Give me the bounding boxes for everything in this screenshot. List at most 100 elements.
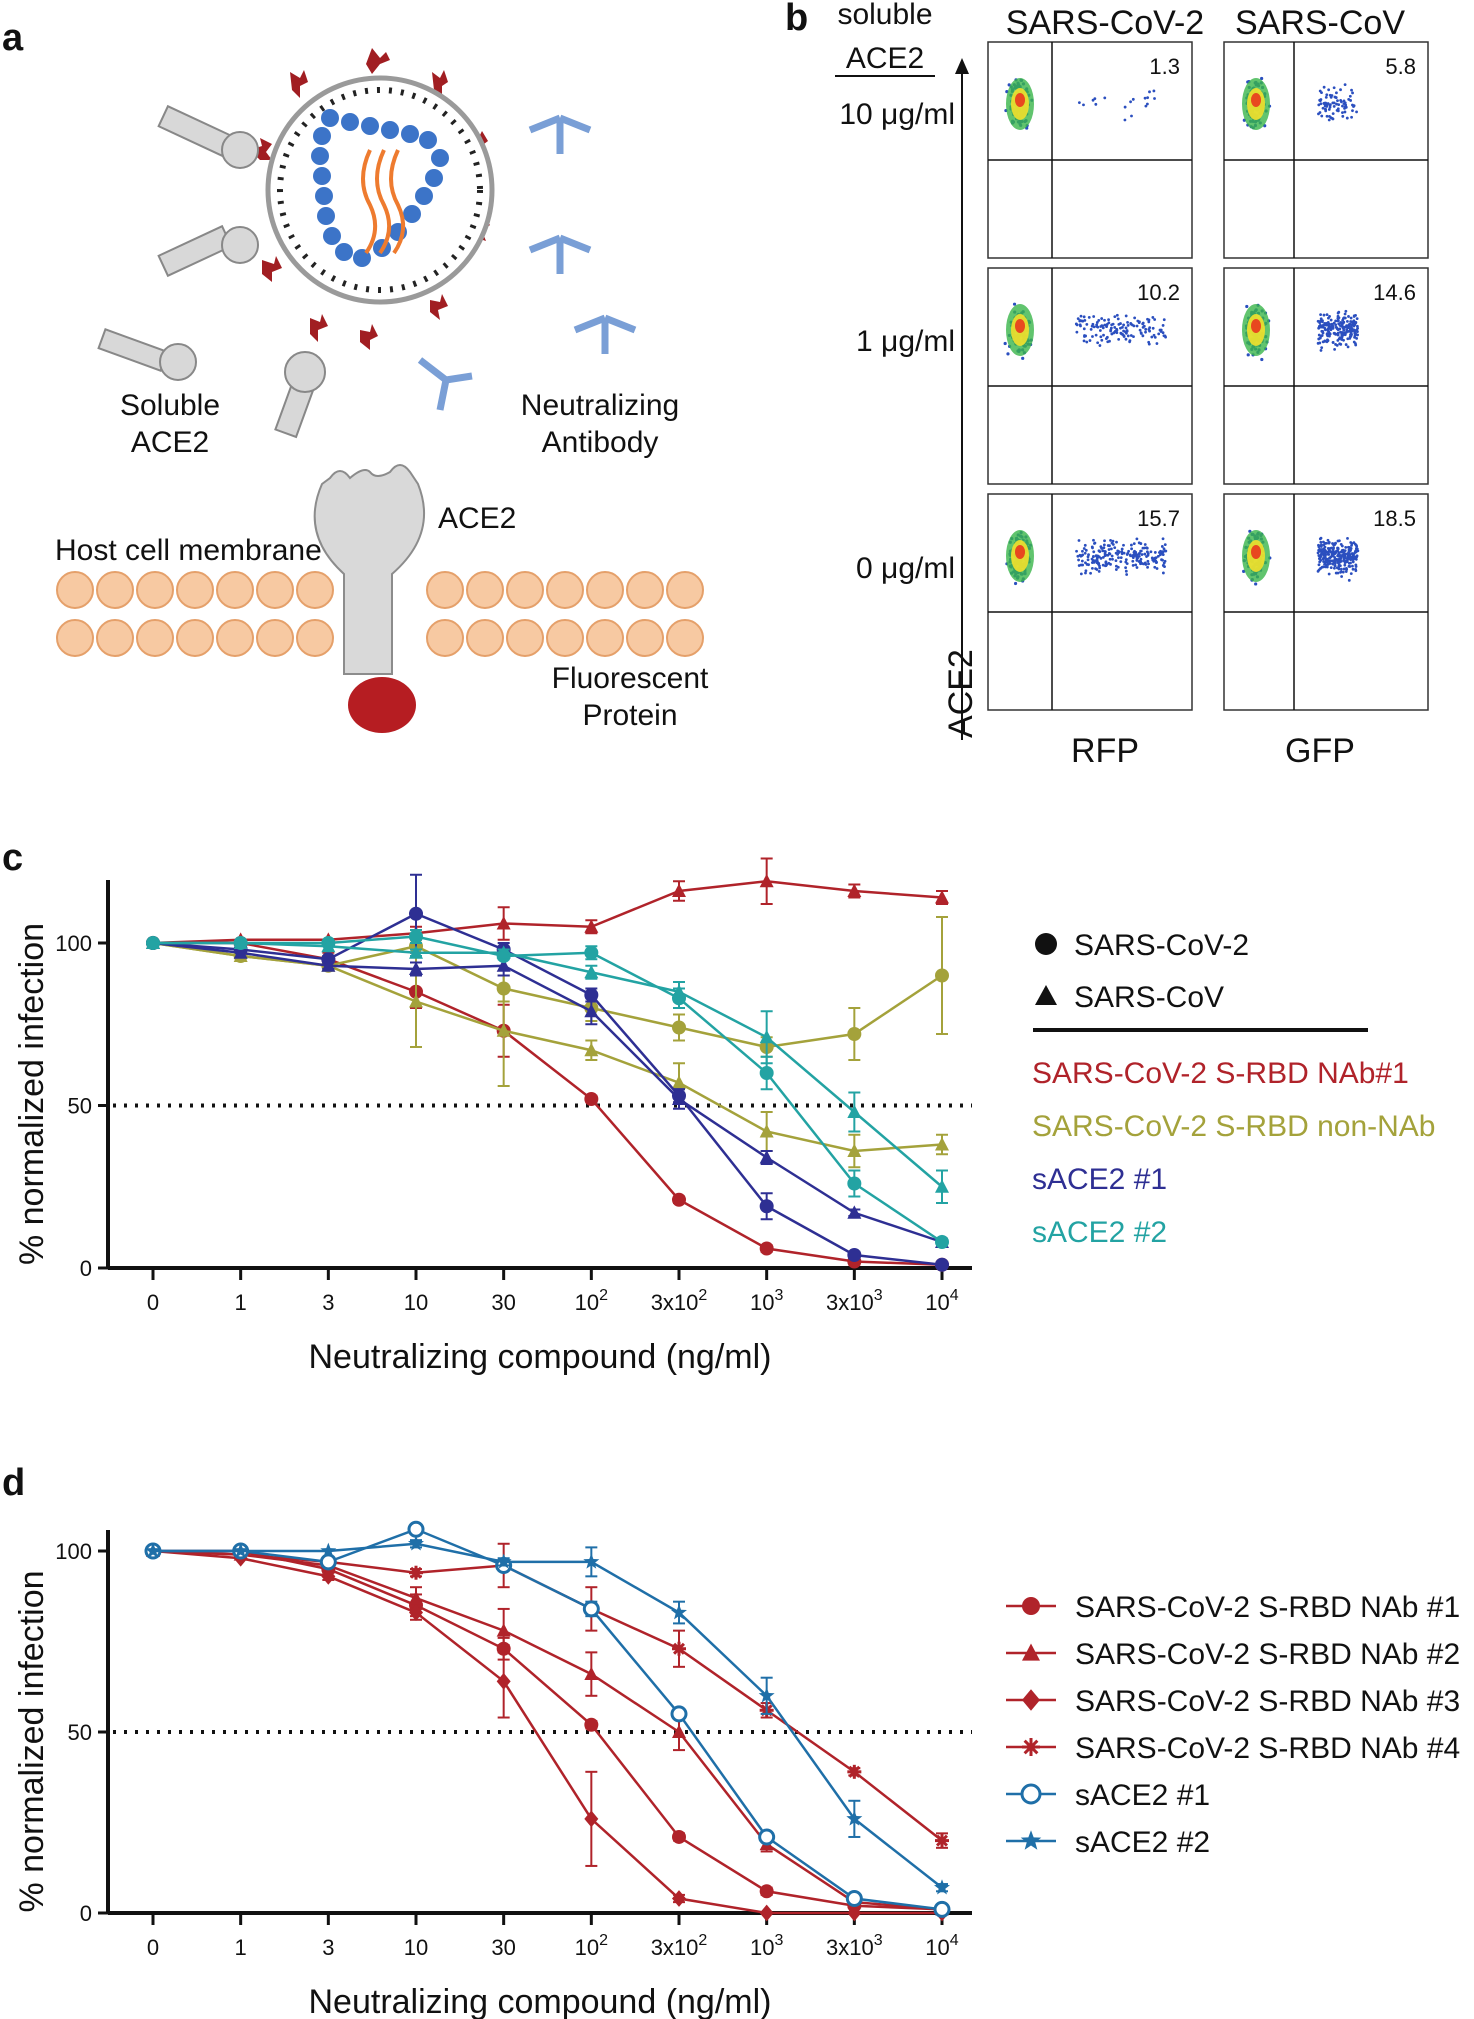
panel-letter-d: d — [2, 1462, 25, 1504]
flow-plot: 10.2 — [987, 267, 1193, 485]
legend-d-label: sACE2 #2 — [1075, 1826, 1210, 1859]
series — [146, 1542, 949, 1849]
flow-plot: 5.8 — [1223, 41, 1429, 259]
data-point — [321, 938, 336, 953]
col-header-sars-cov: SARS-CoV — [1235, 4, 1405, 42]
data-point — [1020, 1783, 1042, 1805]
data-point — [321, 958, 336, 972]
x-tick-label: 3x102 — [651, 1932, 708, 1960]
antibody-label: Antibody — [542, 426, 659, 459]
legend-d-label: SARS-CoV-2 S-RBD NAb #4 — [1075, 1732, 1460, 1765]
series — [144, 1520, 951, 1918]
data-point — [759, 1199, 774, 1214]
legend-c-non-nab: SARS-CoV-2 S-RBD non-NAb — [1032, 1110, 1435, 1143]
data-point — [407, 1520, 425, 1538]
x-tick-label: 30 — [491, 1935, 515, 1960]
data-point — [584, 1042, 599, 1057]
series — [146, 857, 949, 949]
series — [146, 1543, 949, 1916]
x-tick-label: 102 — [575, 1287, 608, 1315]
data-point — [672, 984, 686, 998]
data-point — [935, 890, 949, 904]
flow-percentage: 10.2 — [1137, 280, 1180, 305]
x-tick-label: 3 — [322, 1290, 334, 1315]
data-point — [146, 935, 160, 949]
data-point — [584, 1003, 599, 1018]
x-tick-label: 10 — [404, 1935, 428, 1960]
data-point — [232, 1542, 249, 1558]
data-point — [759, 1904, 774, 1922]
ace2-receptor-label: ACE2 — [438, 502, 516, 535]
panel-letter-a: a — [2, 17, 24, 59]
data-point — [759, 1884, 774, 1899]
series-line — [152, 1549, 943, 1842]
data-point — [759, 1150, 774, 1164]
data-point — [934, 1879, 950, 1895]
legend-c-sace2-2: sACE2 #2 — [1032, 1216, 1167, 1249]
data-point — [672, 1075, 686, 1089]
data-point — [1022, 1643, 1040, 1661]
b-xlabel-rfp: RFP — [1071, 732, 1139, 770]
data-point — [319, 1553, 337, 1571]
data-point — [847, 1143, 862, 1157]
data-point — [847, 1176, 862, 1191]
soluble-ace2-header: ACE2 — [846, 42, 924, 75]
data-point — [672, 1829, 686, 1844]
series-line — [152, 879, 943, 945]
data-point — [847, 1027, 862, 1041]
soluble-ace2-label: ACE2 — [131, 426, 209, 459]
y-tick-label: 50 — [68, 1720, 92, 1745]
data-point — [847, 1104, 862, 1118]
data-point — [496, 1623, 511, 1637]
x-tick-label: 104 — [925, 1287, 958, 1315]
data-point — [584, 945, 599, 960]
data-point — [759, 1241, 774, 1256]
y-tick-label: 0 — [80, 1256, 92, 1281]
x-tick-label: 3 — [322, 1935, 334, 1960]
row-label-10: 10 μg/ml — [839, 98, 955, 131]
data-point — [583, 1553, 600, 1569]
data-point — [1022, 1597, 1040, 1615]
data-point — [672, 1192, 686, 1207]
data-point — [935, 1257, 949, 1272]
data-point — [496, 945, 511, 959]
nucleocapsid — [311, 109, 449, 267]
legend-d-label: sACE2 #1 — [1075, 1779, 1210, 1812]
data-point — [847, 883, 862, 897]
x-tick-label: 103 — [750, 1287, 783, 1315]
data-point — [496, 1023, 511, 1037]
fluorescent-label: Fluorescent — [552, 662, 709, 695]
legend-c-circle-marker — [1035, 933, 1057, 955]
y-tick-label: 0 — [80, 1901, 92, 1926]
x-tick-label: 103 — [750, 1932, 783, 1960]
y-tick-label: 100 — [55, 931, 92, 956]
data-point — [672, 1020, 686, 1035]
series — [146, 935, 949, 1248]
series-line — [153, 1542, 943, 1889]
legend-d-item: SARS-CoV-2 S-RBD NAb #3 — [1006, 1685, 1460, 1718]
x-tick-label: 10 — [404, 1290, 428, 1315]
b-ylabel: ACE2 — [942, 649, 980, 738]
neutralizing-label: Neutralizing — [521, 389, 679, 422]
legend-d-item: sACE2 #1 — [1006, 1779, 1210, 1812]
series — [146, 935, 949, 1204]
series — [145, 1535, 950, 1895]
virus-inner-membrane — [277, 87, 483, 293]
series-line — [152, 1549, 942, 1915]
series-line — [153, 1527, 943, 1911]
data-point — [670, 1705, 688, 1723]
series-line — [153, 935, 943, 1244]
legend-c: SARS-CoV-2 SARS-CoV SARS-CoV-2 S-RBD NAb… — [1032, 929, 1435, 1249]
data-point — [320, 1542, 337, 1558]
data-point — [409, 945, 423, 959]
data-point — [758, 1687, 775, 1703]
y-axis-title: % normalized infection — [13, 1570, 51, 1912]
data-point — [584, 1717, 599, 1732]
series-line — [152, 941, 943, 1244]
